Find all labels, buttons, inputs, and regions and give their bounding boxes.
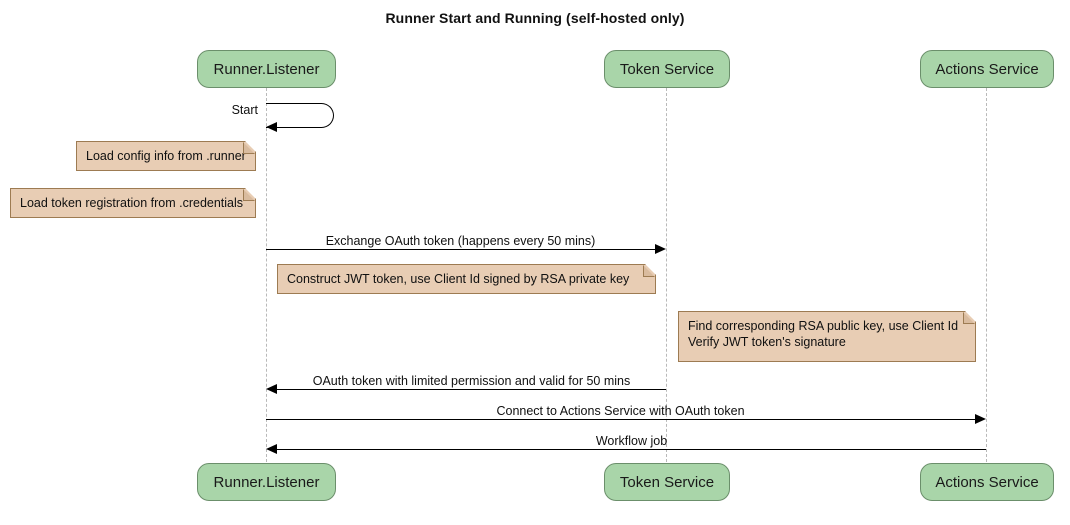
message-exchange-oauth-arrowhead — [655, 244, 666, 254]
message-workflow-job-label: Workflow job — [595, 434, 668, 448]
participant-token-bottom[interactable]: Token Service — [604, 463, 730, 501]
diagram-title: Runner Start and Running (self-hosted on… — [385, 10, 685, 26]
note-load-token-registration-line1: Load token registration from .credential… — [20, 196, 244, 210]
note-fold-icon — [643, 265, 655, 277]
note-verify-jwt: Find corresponding RSA public key, use C… — [678, 311, 976, 362]
note-verify-jwt-line1: Find corresponding RSA public key, use C… — [688, 319, 959, 333]
message-start-loop — [266, 103, 334, 128]
participant-actions-bottom-label: Actions Service — [935, 473, 1039, 491]
lifeline-runner — [266, 88, 267, 462]
message-oauth-return-line — [277, 389, 666, 390]
note-load-config: Load config info from .runner — [76, 141, 256, 171]
participant-runner-bottom-label: Runner.Listener — [213, 473, 320, 491]
note-fold-icon — [963, 312, 975, 324]
participant-runner-bottom[interactable]: Runner.Listener — [197, 463, 336, 501]
message-start-arrowhead — [266, 122, 277, 132]
message-exchange-oauth-label: Exchange OAuth token (happens every 50 m… — [325, 234, 596, 248]
participant-actions-bottom[interactable]: Actions Service — [920, 463, 1054, 501]
message-oauth-return-label: OAuth token with limited permission and … — [312, 374, 631, 388]
lifeline-actions — [986, 88, 987, 462]
message-oauth-return-arrowhead — [266, 384, 277, 394]
participant-actions-top-label: Actions Service — [935, 60, 1039, 78]
note-fold-icon — [243, 142, 255, 154]
participant-runner-top-label: Runner.Listener — [213, 60, 320, 78]
message-connect-actions-label: Connect to Actions Service with OAuth to… — [496, 404, 745, 418]
message-start-label: Start — [231, 103, 258, 117]
message-workflow-job-arrowhead — [266, 444, 277, 454]
participant-token-top[interactable]: Token Service — [604, 50, 730, 88]
lifeline-token — [666, 88, 667, 462]
participant-token-top-label: Token Service — [619, 60, 715, 78]
note-construct-jwt-line1: Construct JWT token, use Client Id signe… — [287, 272, 630, 286]
note-load-token-registration: Load token registration from .credential… — [10, 188, 256, 218]
message-connect-actions-arrowhead — [975, 414, 986, 424]
note-construct-jwt: Construct JWT token, use Client Id signe… — [277, 264, 656, 294]
message-connect-actions-line — [266, 419, 975, 420]
participant-token-bottom-label: Token Service — [619, 473, 715, 491]
participant-actions-top[interactable]: Actions Service — [920, 50, 1054, 88]
message-workflow-job-line — [277, 449, 986, 450]
message-exchange-oauth-line — [266, 249, 655, 250]
note-verify-jwt-line2: Verify JWT token's signature — [688, 335, 846, 349]
note-fold-icon — [243, 189, 255, 201]
participant-runner-top[interactable]: Runner.Listener — [197, 50, 336, 88]
note-load-config-line1: Load config info from .runner — [86, 149, 246, 163]
